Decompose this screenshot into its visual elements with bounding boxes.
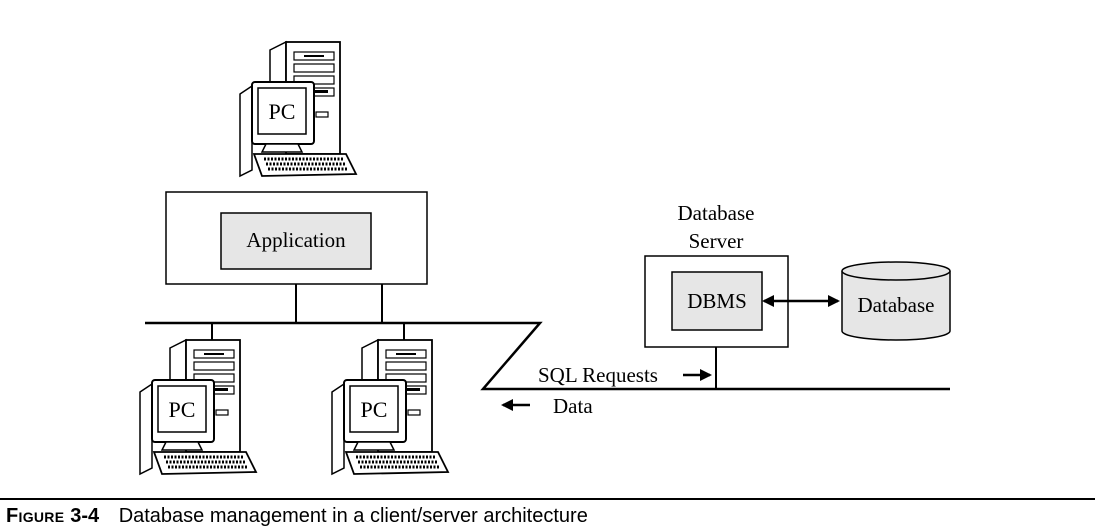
top-pc-icon: PC [238, 40, 358, 178]
application-box [220, 212, 372, 270]
bottom-right-pc-label: PC [361, 397, 388, 422]
database-label: Database [858, 293, 935, 317]
database-server-label-line2: Server [689, 229, 744, 253]
dbms-label: DBMS [687, 289, 747, 313]
figure-caption: Figure 3-4 Database management in a clie… [6, 505, 588, 527]
data-label: Data [553, 394, 593, 418]
bottom-right-pc-icon: PC [330, 338, 450, 476]
database-server-label-line1: Database [678, 201, 755, 225]
caption-rule [0, 498, 1095, 500]
bottom-left-pc-label: PC [169, 397, 196, 422]
database-cylinder-icon [841, 261, 951, 341]
sql-requests-label: SQL Requests [538, 363, 658, 387]
figure-label: Figure [6, 505, 71, 527]
dbms-box [671, 271, 763, 331]
client-server-diagram: PC Application PC PC Database Server DBM… [138, 40, 951, 476]
bottom-left-pc-icon: PC [138, 338, 258, 476]
top-pc-label: PC [269, 99, 296, 124]
caption-text: Database management in a client/server a… [118, 505, 588, 527]
figure-number: 3-4 [70, 505, 100, 527]
application-label: Application [246, 228, 346, 252]
